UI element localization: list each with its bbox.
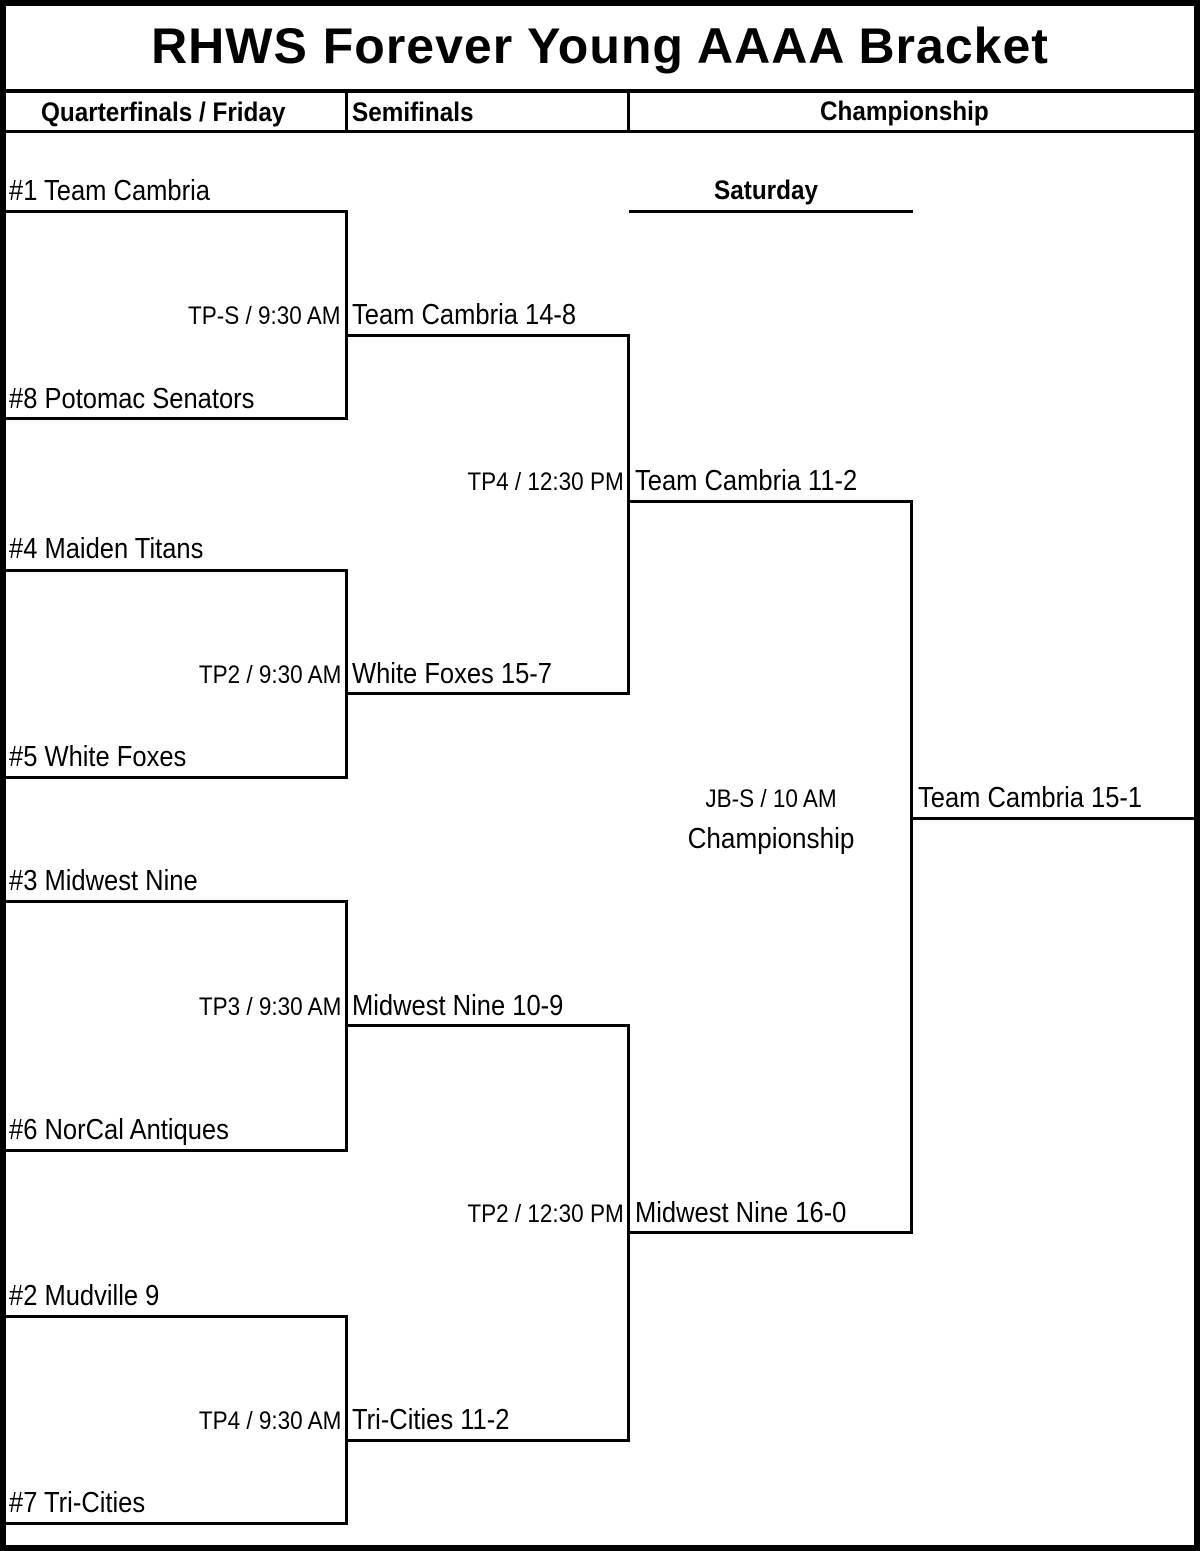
team-seed-6: #6 NorCal Antiques xyxy=(9,1114,229,1146)
game-time-qf4: TP4 / 9:30 AM xyxy=(198,1407,341,1435)
game-time-sf1: TP4 / 12:30 PM xyxy=(467,468,624,496)
bracket-line xyxy=(6,900,348,903)
game-time-qf2: TP2 / 9:30 AM xyxy=(198,661,341,689)
bracket-line xyxy=(6,1315,348,1318)
team-seed-8: #8 Potomac Senators xyxy=(9,383,255,415)
bracket-line xyxy=(627,500,913,503)
game-time-sf2: TP2 / 12:30 PM xyxy=(467,1200,624,1228)
champion-result: Team Cambria 15-1 xyxy=(918,782,1143,814)
bracket-line xyxy=(345,1315,348,1525)
bracket-line xyxy=(345,1024,630,1027)
bracket-line xyxy=(6,1149,348,1152)
bracket-line xyxy=(6,210,348,213)
championship-label: Championship xyxy=(687,823,855,855)
bracket-line xyxy=(345,569,348,779)
bracket-line xyxy=(6,417,348,420)
bracket-line xyxy=(6,569,348,572)
header-divider-2 xyxy=(627,93,630,131)
winner-qf4: Tri-Cities 11-2 xyxy=(352,1404,510,1436)
team-seed-5: #5 White Foxes xyxy=(9,741,187,773)
team-seed-2: #2 Mudville 9 xyxy=(9,1280,160,1312)
semifinals-header: Semifinals xyxy=(352,97,474,127)
bracket-line xyxy=(627,334,630,695)
saturday-underline xyxy=(629,210,913,213)
bracket-line xyxy=(345,334,630,337)
bracket-line xyxy=(345,692,630,695)
header-bottom-rule xyxy=(6,130,1194,133)
winner-qf2: White Foxes 15-7 xyxy=(352,658,552,690)
game-time-qf3: TP3 / 9:30 AM xyxy=(198,993,341,1021)
header-top-rule xyxy=(6,89,1194,93)
team-seed-7: #7 Tri-Cities xyxy=(9,1487,146,1519)
bracket-line xyxy=(627,1231,913,1234)
saturday-header: Saturday xyxy=(714,175,818,205)
winner-qf1: Team Cambria 14-8 xyxy=(352,299,577,331)
bracket-line xyxy=(345,210,348,420)
game-time-qf1: TP-S / 9:30 AM xyxy=(188,302,341,330)
page-title: RHWS Forever Young AAAA Bracket xyxy=(151,18,1049,74)
championship-header: Championship xyxy=(820,96,989,126)
quarterfinals-header: Quarterfinals / Friday xyxy=(41,97,286,127)
bracket-line xyxy=(6,1522,348,1525)
bracket-line xyxy=(6,776,348,779)
bracket-line xyxy=(910,500,913,1234)
bracket-line xyxy=(910,817,1194,820)
team-seed-4: #4 Maiden Titans xyxy=(9,533,204,565)
winner-sf2: Midwest Nine 16-0 xyxy=(635,1197,847,1229)
team-seed-1: #1 Team Cambria xyxy=(9,175,210,207)
bracket-line xyxy=(345,1439,630,1442)
championship-time: JB-S / 10 AM xyxy=(705,785,837,813)
winner-sf1: Team Cambria 11-2 xyxy=(635,465,858,497)
team-seed-3: #3 Midwest Nine xyxy=(9,865,198,897)
header-divider-1 xyxy=(345,93,348,131)
winner-qf3: Midwest Nine 10-9 xyxy=(352,990,564,1022)
